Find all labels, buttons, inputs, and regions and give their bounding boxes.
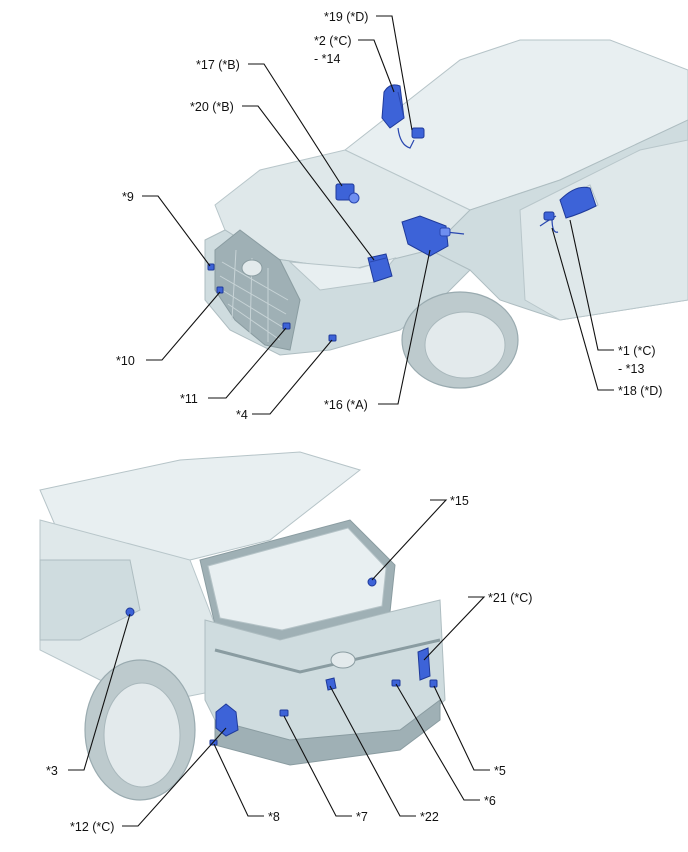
label-8: *8 <box>268 810 280 824</box>
ecu-module-icon <box>367 253 393 283</box>
label-1: *1 (*C) <box>618 344 656 358</box>
label-20: *20 (*B) <box>190 100 234 114</box>
rear-vehicle-illustration <box>39 451 446 801</box>
label-11: *11 <box>180 392 198 406</box>
front-components <box>207 84 597 342</box>
label-13: - *13 <box>618 362 644 376</box>
sensor-7-icon <box>279 709 289 717</box>
sensor-5-icon <box>429 679 438 688</box>
label-16: *16 (*A) <box>324 398 368 412</box>
label-5: *5 <box>494 764 506 778</box>
label-6: *6 <box>484 794 496 808</box>
label-4: *4 <box>236 408 248 422</box>
actuator-assembly-icon <box>401 215 465 257</box>
label-2: *2 (*C) <box>314 34 352 48</box>
label-15: *15 <box>450 494 469 508</box>
sensor-22-icon <box>325 677 337 691</box>
sensor-15-icon <box>367 577 377 587</box>
front-leader-lines <box>142 15 614 415</box>
outside-mirror-icon <box>539 186 597 233</box>
sensor-3-icon <box>125 607 135 617</box>
callout-labels: *19 (*D) *2 (*C) - *14 *17 (*B) *20 (*B)… <box>46 10 662 834</box>
label-21: *21 (*C) <box>488 591 532 605</box>
label-12: *12 (*C) <box>70 820 114 834</box>
camera-sensor-unit-icon <box>381 84 425 149</box>
label-7: *7 <box>356 810 368 824</box>
label-18: *18 (*D) <box>618 384 662 398</box>
sensor-10-icon <box>216 286 224 294</box>
sensor-4-icon <box>328 334 337 342</box>
module-21-icon <box>417 647 431 681</box>
label-9: *9 <box>122 190 134 204</box>
front-vehicle-illustration <box>204 39 688 389</box>
label-3: *3 <box>46 764 58 778</box>
label-19: *19 (*D) <box>324 10 368 24</box>
radar-sensor-icon <box>335 183 360 204</box>
label-22: *22 <box>420 810 439 824</box>
label-10: *10 <box>116 354 135 368</box>
module-12-icon <box>215 703 239 737</box>
sensor-11-icon <box>282 322 291 330</box>
rear-leader-lines <box>68 499 490 827</box>
rear-components <box>125 577 438 746</box>
label-17: *17 (*B) <box>196 58 240 72</box>
label-14: - *14 <box>314 52 340 66</box>
sensor-6-icon <box>391 679 401 687</box>
